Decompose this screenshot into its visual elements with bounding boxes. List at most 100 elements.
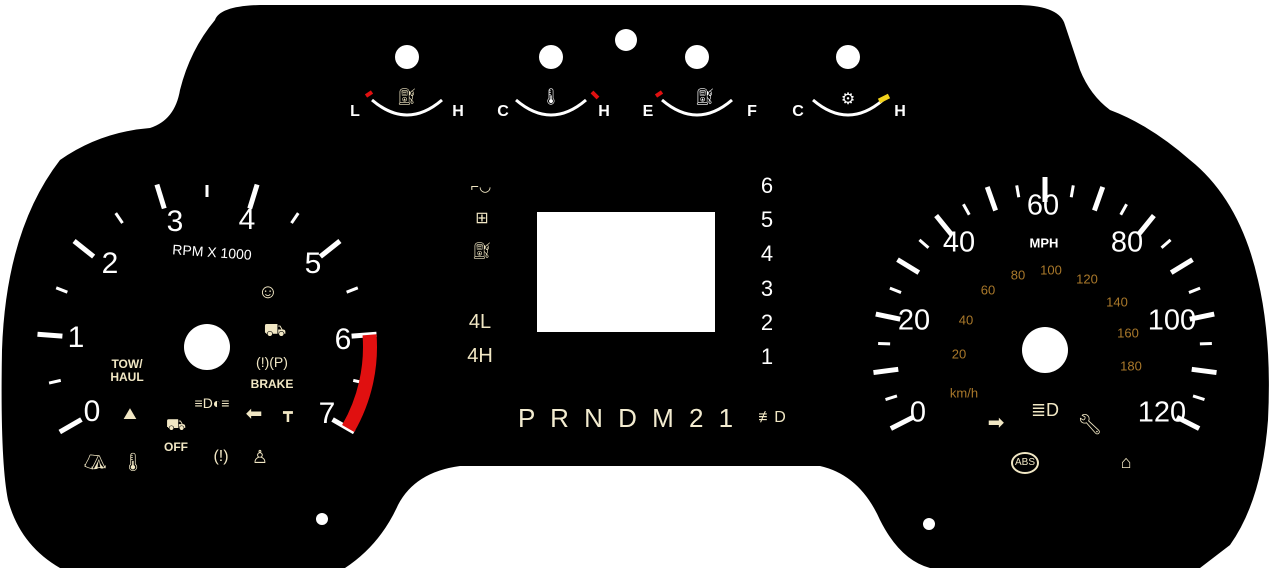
mph-minor-tick	[918, 238, 930, 249]
tach-label-6: 6	[334, 323, 352, 356]
brake-warning-icon: (!)(P)	[256, 354, 288, 370]
tach-major-tick	[58, 417, 83, 435]
tach-minor-tick	[346, 286, 359, 294]
mph-minor-tick	[1160, 238, 1172, 249]
coolant-low-label: C	[497, 103, 509, 120]
kmh-unit-label: km/h	[949, 385, 979, 401]
mph-label-80: 80	[1110, 226, 1144, 259]
gear-3: 3	[760, 276, 774, 301]
turn-left-arrow-icon: ⬅	[245, 403, 263, 425]
tach-label-1: 1	[67, 321, 85, 354]
oil-high-label: H	[452, 103, 464, 120]
fuel-empty-mark	[654, 90, 664, 98]
mph-label-60: 60	[1026, 189, 1060, 222]
kmh-label-120: 120	[1076, 271, 1098, 287]
mph-major-tick	[934, 213, 954, 237]
turn-right-arrow-icon: ➡	[987, 412, 1005, 434]
mph-major-tick	[1175, 414, 1201, 431]
mph-label-100: 100	[1147, 304, 1197, 337]
redline-arc	[342, 334, 377, 432]
tach-major-tick	[72, 239, 96, 259]
trans-low-label: C	[792, 103, 804, 120]
mount-hole	[395, 45, 419, 69]
abs-icon: ABS	[1010, 452, 1040, 474]
4l-indicator: 4L	[468, 311, 492, 333]
tach-label-7: 7	[318, 397, 336, 430]
seatbelt-icon: ♙	[251, 447, 269, 467]
tach-label-4: 4	[238, 203, 256, 236]
tach-major-tick	[247, 183, 260, 210]
coolant-warning-icon: 🌡︎	[121, 452, 145, 472]
mph-major-tick	[984, 186, 998, 212]
trans-high-label: H	[894, 103, 906, 120]
tach-minor-tick	[55, 286, 68, 294]
mph-label-120: 120	[1137, 396, 1187, 429]
mph-minor-tick	[889, 286, 902, 294]
mph-major-tick	[889, 414, 915, 431]
tach-label-3: 3	[166, 205, 184, 238]
kmh-label-180: 180	[1120, 358, 1142, 374]
gear-4: 4	[760, 241, 774, 266]
fuel-full-label: F	[747, 103, 757, 120]
mph-minor-tick	[1015, 185, 1021, 198]
tach-minor-tick	[114, 212, 124, 224]
transmission-temp-icon: ⚙︎	[840, 91, 856, 108]
mount-hole	[836, 45, 860, 69]
coolant-high-label: H	[598, 103, 610, 120]
coolant-gauge-arc	[515, 98, 587, 117]
fuel-gauge-arc	[661, 98, 733, 117]
center-display-window	[537, 212, 715, 332]
4h-indicator: 4H	[467, 345, 493, 367]
mph-minor-tick	[1069, 185, 1075, 198]
traction-off-icon: ⛟	[165, 417, 187, 434]
mph-minor-tick	[885, 394, 898, 401]
mount-hole	[316, 513, 328, 525]
gear-1: 1	[760, 344, 774, 369]
tach-major-tick	[37, 331, 63, 339]
tach-label-5: 5	[304, 247, 322, 280]
tow-label: TOW/	[111, 357, 143, 371]
kmh-label-140: 140	[1106, 294, 1128, 310]
mph-major-tick	[1169, 257, 1194, 275]
gear-5: 5	[760, 207, 774, 232]
kmh-label-40: 40	[958, 312, 974, 328]
mph-minor-tick	[1192, 394, 1205, 401]
haul-label: HAUL	[110, 370, 144, 384]
prndl-indicator: P R N D M 2 1	[518, 403, 738, 433]
tach-major-tick	[318, 239, 342, 259]
wrench-icon: 🔧︎	[1077, 414, 1103, 436]
brake-label: BRAKE	[250, 377, 294, 391]
oil-pressure-warning-icon: ⌐◡	[470, 178, 492, 194]
check-engine-icon: ⌂	[1120, 452, 1132, 472]
mph-major-tick	[1136, 213, 1156, 237]
mph-minor-tick	[1188, 286, 1201, 294]
top-gauge-arcs	[371, 98, 884, 117]
mph-minor-tick	[1119, 203, 1128, 216]
trans-caution-mark	[877, 93, 891, 104]
tach-major-tick	[154, 183, 167, 210]
battery-icon: ⊞	[475, 210, 489, 227]
mount-hole	[685, 45, 709, 69]
tire-pressure-icon: (!)	[213, 448, 229, 465]
traction-off-label: OFF	[164, 440, 188, 454]
coolant-high-mark	[590, 90, 600, 100]
high-beam-icon: ≣D	[1030, 400, 1060, 420]
coolant-temp-icon: 🌡︎	[540, 89, 562, 106]
mph-major-tick	[1092, 186, 1106, 212]
oil-low-label: L	[350, 103, 360, 120]
tach-minor-tick	[48, 378, 62, 385]
kmh-label-60: 60	[980, 282, 996, 298]
mph-major-tick	[1189, 311, 1215, 322]
seat-icon: ⛺︎	[83, 452, 107, 472]
gear-6: 6	[760, 173, 774, 198]
mph-minor-tick	[962, 203, 971, 216]
rear-fog-icon: ≢D	[758, 409, 786, 426]
fog-lamp-icon: ≡D◐≡	[194, 395, 230, 411]
traction-control-icon: ⛟	[263, 320, 287, 340]
mph-major-tick	[1191, 366, 1217, 376]
hill-descent-icon: ⛰	[123, 406, 137, 423]
kmh-label-160: 160	[1117, 325, 1139, 341]
mph-label-40: 40	[942, 226, 976, 259]
mph-label-20: 20	[897, 304, 931, 337]
